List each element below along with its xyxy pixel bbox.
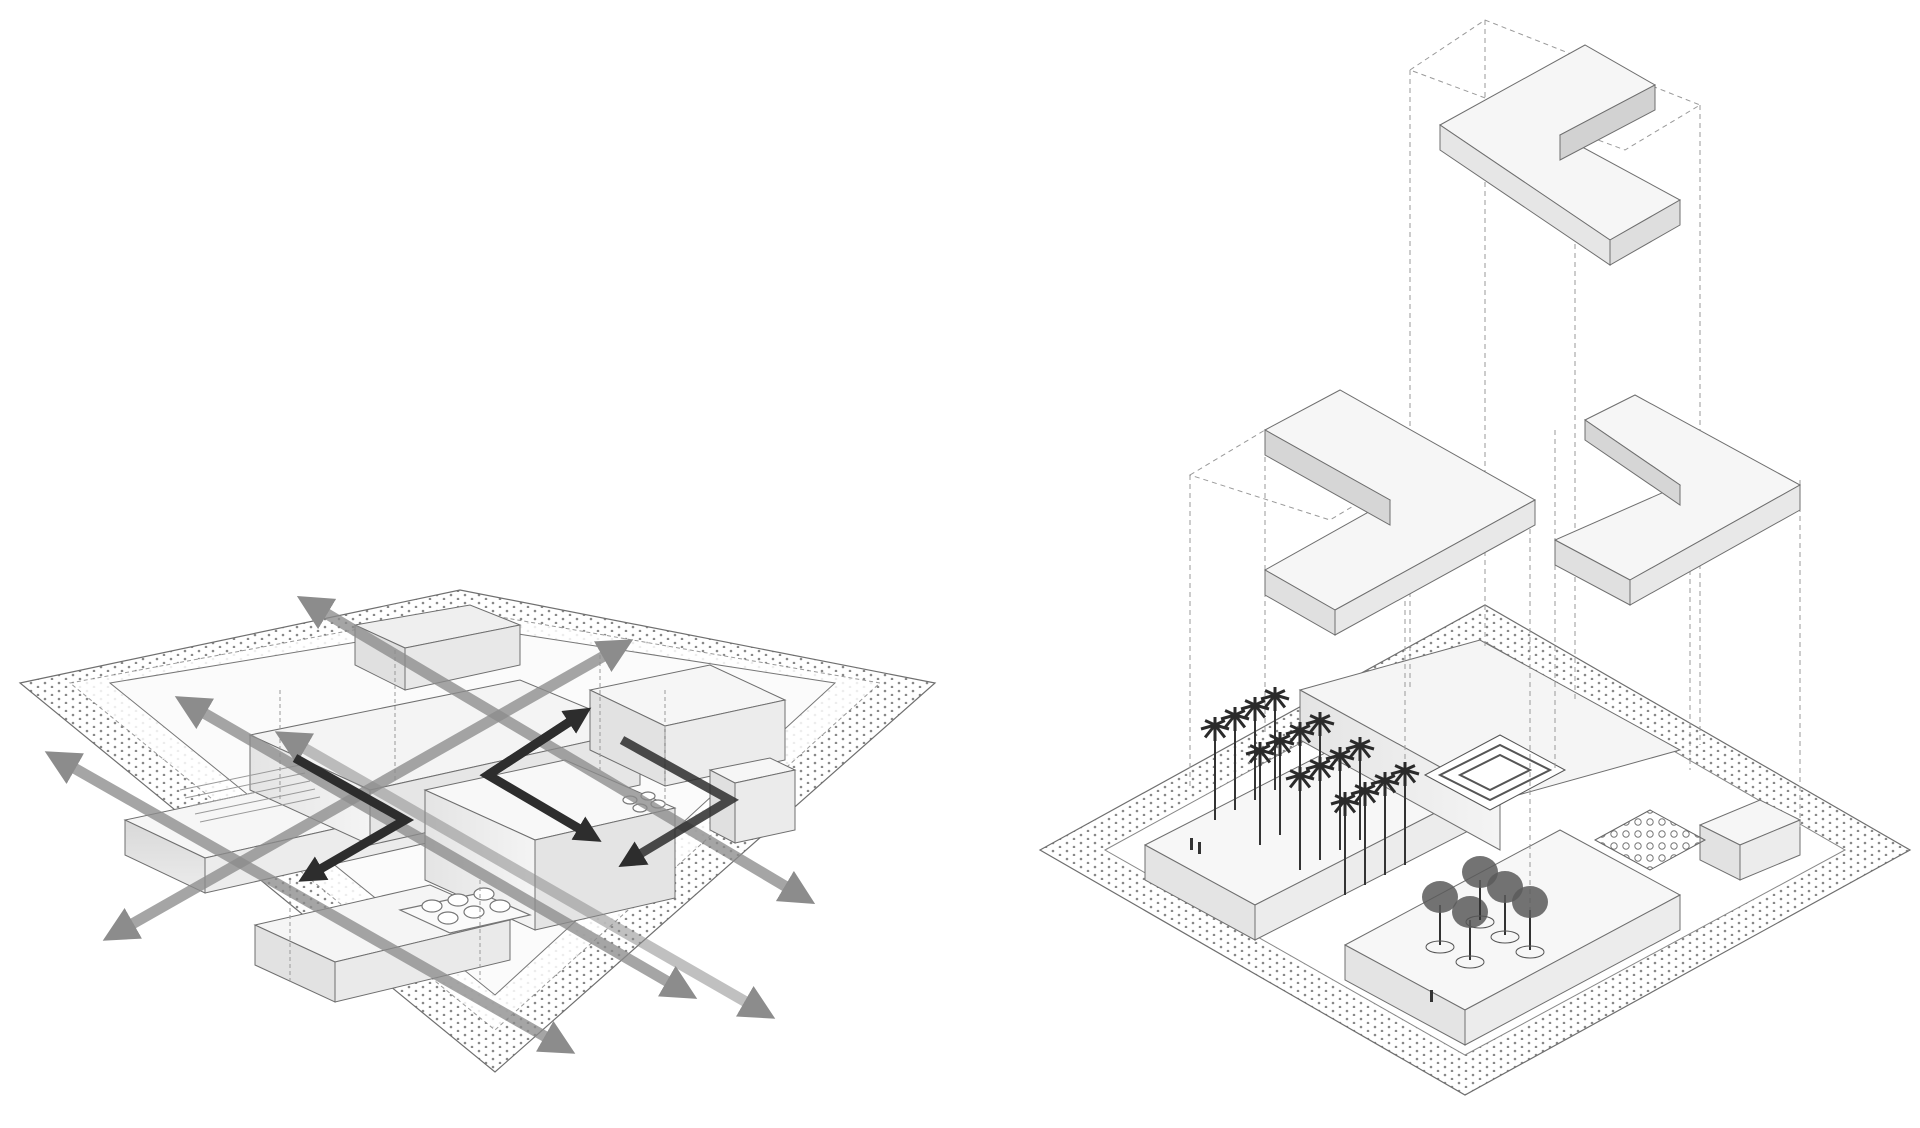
palm-tree (1330, 792, 1360, 895)
loop-arrow (292, 754, 415, 882)
through-route-arrows (44, 596, 816, 1054)
palm-tree (1370, 772, 1400, 875)
palm-tree (1200, 717, 1230, 820)
people (1190, 838, 1433, 1002)
palm-tree (1325, 747, 1355, 850)
middle-chevron-left (1263, 389, 1537, 636)
loop-arrow (618, 736, 739, 867)
palm-tree (1220, 707, 1250, 810)
round-tree (1422, 881, 1458, 954)
palm-tree (1245, 742, 1275, 845)
palm-tree (1390, 762, 1420, 865)
palm-tree (1305, 757, 1335, 860)
patterned-tiles (1423, 734, 1707, 871)
round-trees (1422, 856, 1548, 969)
palm-tree (1345, 737, 1375, 840)
exploded-diagram (1038, 19, 1912, 1096)
loop-arrow (485, 707, 592, 779)
palm-tree (1285, 722, 1315, 825)
palm-tree (1240, 697, 1270, 800)
palm-tree (1350, 782, 1380, 885)
middle-chevron-right (1553, 394, 1802, 606)
palm-tree (1285, 767, 1315, 870)
internal-loop-arrows (292, 707, 739, 882)
round-tree (1512, 886, 1548, 959)
palm-trees (1200, 687, 1420, 895)
palm-tree (1265, 732, 1295, 835)
top-chevron (1439, 44, 1682, 266)
circulation-diagram (18, 589, 937, 1073)
cross-route-arrow (102, 639, 634, 941)
